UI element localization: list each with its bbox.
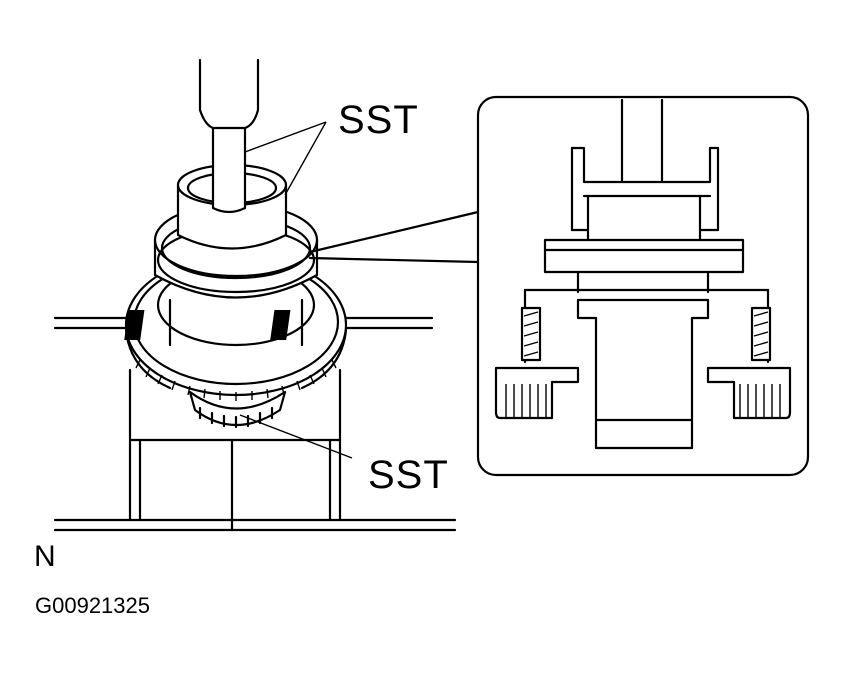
upper-sst-tool	[176, 58, 288, 250]
sst-label-lower: SST	[368, 453, 449, 497]
leader-lines	[239, 121, 480, 459]
lower-sst-tool	[188, 390, 287, 429]
view-mark-label: N	[34, 540, 56, 573]
sst-label-upper: SST	[338, 98, 419, 142]
detail-inset	[476, 95, 810, 477]
figure-code: G00921325	[35, 593, 150, 618]
